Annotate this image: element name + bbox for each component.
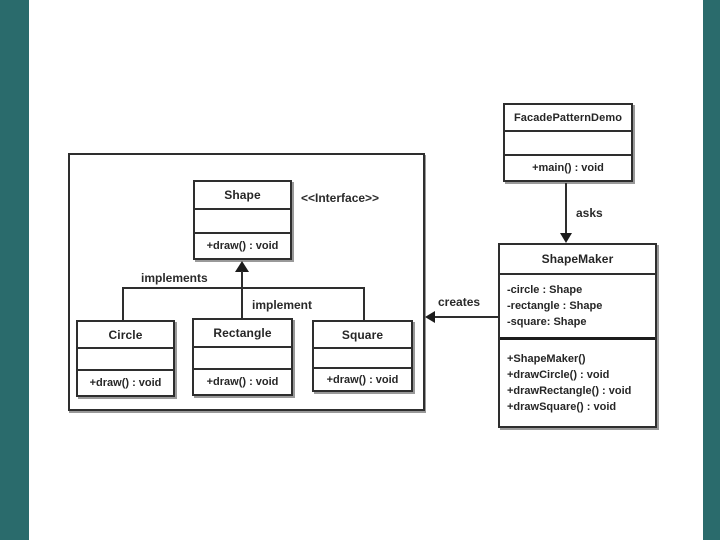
- implements-arrowhead-icon: [235, 261, 249, 272]
- class-circle: Circle +draw() : void: [76, 320, 175, 397]
- class-shape-attributes: [195, 208, 290, 232]
- left-margin-bar: [0, 0, 29, 540]
- class-shape-operations: +draw() : void: [195, 232, 290, 258]
- class-facade-attributes: [505, 130, 631, 154]
- operation-line: +draw() : void: [326, 373, 399, 386]
- class-circle-attributes: [78, 347, 173, 369]
- operation-line: +main() : void: [532, 162, 604, 174]
- shapes-package-box: [68, 153, 425, 411]
- class-shape-maker-attributes: -circle : Shape -rectangle : Shape -squa…: [500, 273, 655, 337]
- class-facade-pattern-demo: FacadePatternDemo +main() : void: [503, 103, 633, 182]
- class-rectangle-attributes: [194, 346, 291, 368]
- implements-bus-line: [122, 287, 365, 289]
- interface-stereotype-label: <<Interface>>: [301, 191, 380, 205]
- implements-label: implements: [141, 271, 208, 285]
- operation-line: +drawRectangle() : void: [507, 385, 632, 397]
- asks-label: asks: [576, 206, 603, 220]
- creates-line: [433, 316, 498, 318]
- operation-line: +draw() : void: [206, 376, 279, 388]
- operation-line: +ShapeMaker(): [507, 353, 586, 365]
- creates-arrowhead-icon: [425, 311, 435, 323]
- attribute-line: -rectangle : Shape: [507, 300, 603, 312]
- circle-riser-line: [122, 287, 124, 320]
- class-rectangle-title: Rectangle: [213, 326, 272, 340]
- class-rectangle-operations: +draw() : void: [194, 368, 291, 394]
- operation-line: +drawCircle() : void: [507, 369, 610, 381]
- class-rectangle: Rectangle +draw() : void: [192, 318, 293, 396]
- class-shape-maker: ShapeMaker -circle : Shape -rectangle : …: [498, 243, 657, 428]
- class-shape: Shape +draw() : void: [193, 180, 292, 260]
- class-shape-title: Shape: [224, 188, 261, 202]
- class-shape-maker-title: ShapeMaker: [541, 252, 614, 266]
- asks-line: [565, 183, 567, 234]
- class-circle-operations: +draw() : void: [78, 369, 173, 395]
- operation-line: +drawSquare() : void: [507, 401, 617, 413]
- class-square-operations: +draw() : void: [314, 367, 411, 390]
- operation-line: +draw() : void: [89, 377, 162, 389]
- class-square-attributes: [314, 347, 411, 367]
- implements-trunk-line: [241, 271, 243, 318]
- class-square-title: Square: [341, 327, 384, 342]
- attribute-line: -circle : Shape: [507, 284, 583, 296]
- class-shape-maker-operations: +ShapeMaker() +drawCircle() : void +draw…: [500, 337, 655, 426]
- class-square: Square +draw() : void: [312, 320, 413, 392]
- implement-label: implement: [252, 298, 313, 312]
- attribute-line: -square: Shape: [507, 316, 587, 328]
- operation-line: +draw() : void: [206, 240, 279, 252]
- asks-arrowhead-icon: [560, 233, 572, 243]
- creates-label: creates: [438, 295, 481, 309]
- right-margin-bar: [703, 0, 720, 540]
- class-facade-title: FacadePatternDemo: [513, 111, 623, 124]
- class-circle-title: Circle: [108, 327, 143, 342]
- class-facade-operations: +main() : void: [505, 154, 631, 180]
- square-riser-line: [363, 287, 365, 320]
